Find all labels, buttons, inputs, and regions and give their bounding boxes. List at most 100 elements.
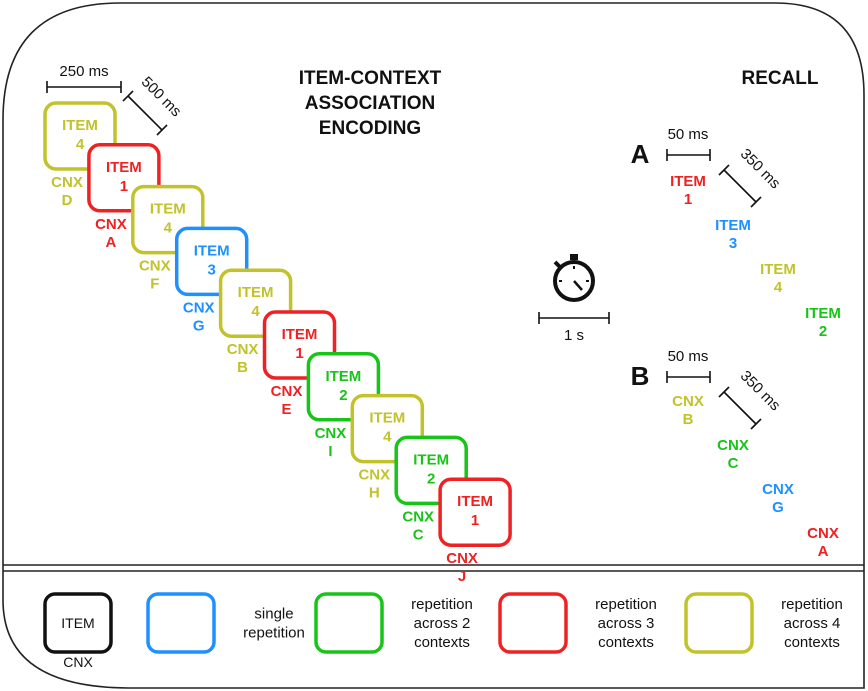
cue-label: ITEM bbox=[670, 173, 706, 190]
item-label: ITEM bbox=[238, 284, 274, 301]
legend-swatch bbox=[684, 592, 754, 654]
delay-label: 1 s bbox=[564, 327, 584, 344]
context-letter: I bbox=[328, 443, 332, 460]
item-label: ITEM bbox=[62, 117, 98, 134]
legend-item-black: ITEM CNX bbox=[43, 592, 113, 670]
item-label: ITEM bbox=[282, 326, 318, 343]
legend-box-label: ITEM bbox=[61, 615, 94, 631]
item-label: ITEM bbox=[194, 242, 230, 259]
item-duration-label: 250 ms bbox=[59, 63, 108, 80]
context-label: CNX bbox=[446, 550, 478, 567]
legend-description: across 2 bbox=[414, 615, 471, 632]
recall-a-label: A bbox=[631, 139, 650, 169]
recall-a-duration-bracket bbox=[666, 149, 711, 161]
item-number: 2 bbox=[339, 387, 347, 404]
cue-id: G bbox=[772, 499, 784, 516]
legend-swatch bbox=[498, 592, 568, 654]
context-letter: E bbox=[281, 401, 291, 418]
item-number: 4 bbox=[383, 429, 392, 446]
context-letter: F bbox=[150, 276, 159, 293]
isi-bracket bbox=[122, 90, 168, 136]
cue-id: 1 bbox=[684, 191, 692, 208]
cue-id: C bbox=[728, 455, 739, 472]
legend-below-label: CNX bbox=[63, 654, 93, 670]
item-duration-bracket bbox=[46, 81, 122, 93]
recall-b-duration-label: 50 ms bbox=[668, 348, 709, 365]
context-letter: A bbox=[105, 234, 116, 251]
encoding-title-line1: ITEM-CONTEXT bbox=[299, 68, 442, 89]
legend-description: repetition bbox=[411, 596, 473, 613]
context-label: CNX bbox=[95, 216, 127, 233]
context-label: CNX bbox=[183, 299, 215, 316]
legend-description: contexts bbox=[784, 634, 840, 651]
legend-description: contexts bbox=[414, 634, 470, 651]
item-number: 4 bbox=[251, 303, 260, 320]
recall-a-isi-label: 350 ms bbox=[737, 145, 784, 192]
legend-swatch bbox=[43, 592, 113, 654]
recall-b-isi-label: 350 ms bbox=[737, 367, 784, 414]
recall-a-duration-label: 50 ms bbox=[668, 126, 709, 143]
item-label: ITEM bbox=[369, 410, 405, 427]
recall-b-isi-bracket bbox=[718, 386, 762, 430]
context-letter: C bbox=[413, 526, 424, 543]
legend-swatch bbox=[314, 592, 384, 654]
context-letter: B bbox=[237, 359, 248, 376]
encoding-title-line3: ENCODING bbox=[319, 118, 421, 139]
cue-id: 3 bbox=[729, 235, 737, 252]
context-label: CNX bbox=[51, 174, 83, 191]
cue-id: 4 bbox=[774, 279, 783, 296]
context-label: CNX bbox=[358, 467, 390, 484]
legend-item-green: repetition across 2 contexts bbox=[314, 592, 473, 654]
cue-label: ITEM bbox=[760, 261, 796, 278]
context-letter: H bbox=[369, 485, 380, 502]
item-number: 2 bbox=[427, 470, 435, 487]
item-number: 1 bbox=[120, 178, 128, 195]
context-label: CNX bbox=[315, 425, 347, 442]
context-label: CNX bbox=[139, 258, 171, 275]
context-label: CNX bbox=[227, 341, 259, 358]
item-label: ITEM bbox=[457, 493, 493, 510]
cue-id: A bbox=[818, 543, 829, 560]
item-number: 1 bbox=[295, 345, 303, 362]
legend-description: across 4 bbox=[784, 615, 841, 632]
context-label: CNX bbox=[402, 508, 434, 525]
recall-title: RECALL bbox=[741, 68, 818, 89]
recall-b-label: B bbox=[631, 361, 650, 391]
legend-description: repetition bbox=[781, 596, 843, 613]
recall-b-duration-bracket bbox=[666, 371, 711, 383]
stimulus-box bbox=[438, 477, 512, 547]
cue-label: CNX bbox=[807, 525, 839, 542]
item-number: 4 bbox=[76, 136, 85, 153]
item-number: 3 bbox=[208, 261, 216, 278]
item-label: ITEM bbox=[325, 368, 361, 385]
encoding-sequence: ITEM4CNXDITEM1CNXAITEM4CNXFITEM3CNXGITEM… bbox=[43, 101, 512, 585]
context-label: CNX bbox=[271, 383, 303, 400]
stopwatch-icon bbox=[553, 254, 595, 302]
recall-a-isi-bracket bbox=[718, 164, 762, 208]
context-letter: J bbox=[458, 568, 466, 585]
legend-description: across 3 bbox=[598, 615, 655, 632]
cue-label: ITEM bbox=[715, 217, 751, 234]
cue-label: ITEM bbox=[805, 305, 841, 322]
legend-description: repetition bbox=[595, 596, 657, 613]
item-label: ITEM bbox=[106, 159, 142, 176]
cue-label: CNX bbox=[762, 481, 794, 498]
context-letter: G bbox=[193, 317, 205, 334]
item-label: ITEM bbox=[150, 201, 186, 218]
cue-id: B bbox=[683, 411, 694, 428]
